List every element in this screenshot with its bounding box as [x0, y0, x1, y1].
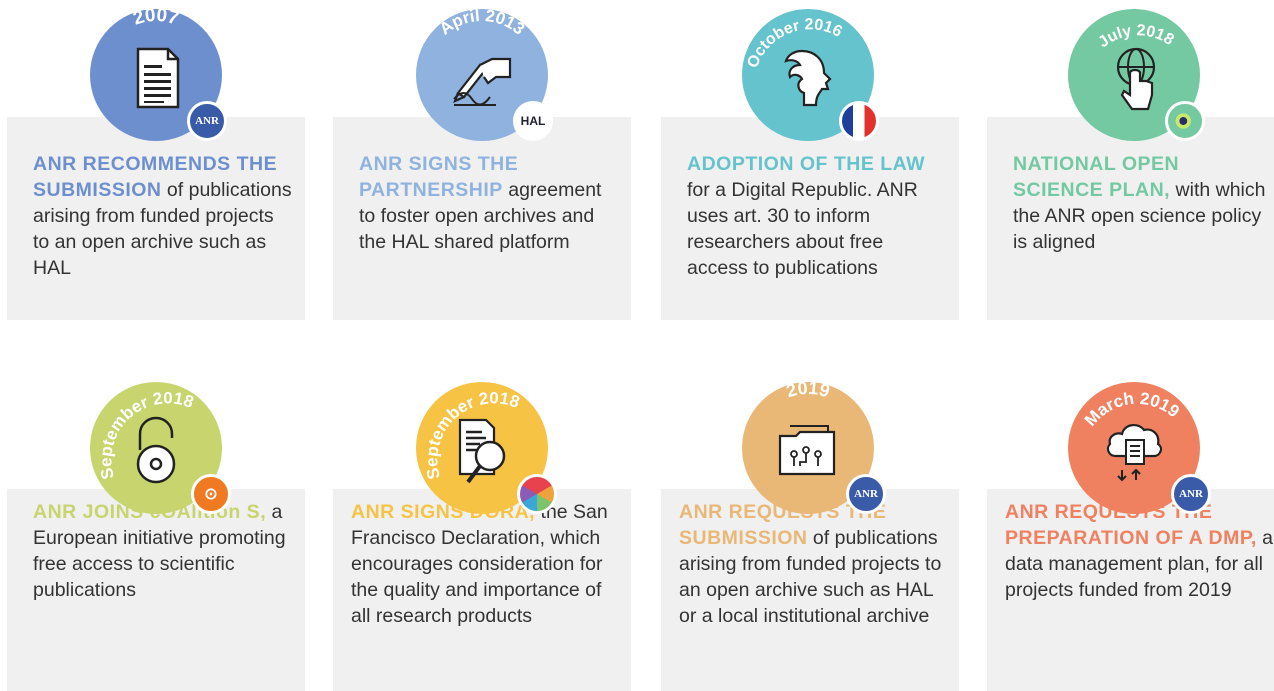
- milestone-circle-april-2013: April 2013 HAL: [416, 6, 553, 141]
- milestone-text: NATIONAL OPEN SCIENCE PLAN, with which t…: [1013, 151, 1274, 255]
- milestone-body: the San Francisco Declaration, which enc…: [351, 501, 608, 627]
- anr-logo-badge: ANR: [1171, 474, 1211, 514]
- milestone-text: ANR RECOMMENDS THE SUBMISSION of publica…: [33, 151, 295, 281]
- cloud-document-icon: [1106, 424, 1163, 482]
- document-magnifier-icon: [458, 418, 506, 484]
- folder-circuit-icon: [778, 425, 836, 476]
- milestone-body: a European initiative promoting free acc…: [33, 501, 286, 601]
- badge-label: ANR: [854, 488, 878, 500]
- france-flag-badge: [839, 101, 879, 141]
- milestone-date: 2007: [131, 5, 182, 30]
- milestone-circle-september-2018-dora: September 2018: [416, 382, 557, 514]
- date-arc: July 2018: [1095, 22, 1177, 51]
- milestone-circle-july-2018: July 2018: [1068, 9, 1205, 141]
- milestone-highlight: ADOPTION OF THE LAW: [687, 153, 926, 175]
- milestone-text: ANR REQUESTS THE SUBMISSION of publicati…: [679, 499, 953, 629]
- badge-label: ANR: [195, 115, 219, 127]
- date-arc: March 2019: [1081, 389, 1183, 430]
- milestone-body: with which the ANR open science policy i…: [1013, 179, 1266, 253]
- milestone-card-september-2018-coalition: ANR JOINS cOAlition S, a European initia…: [7, 489, 305, 691]
- hal-logo-badge: HAL: [513, 101, 553, 141]
- svg-text:2019: 2019: [784, 378, 832, 401]
- milestone-circle-september-2018-coalition: September 2018 ⊙: [90, 382, 231, 514]
- milestone-highlight: NATIONAL OPEN SCIENCE PLAN,: [1013, 153, 1180, 201]
- milestone-card-march-2019: ANR REQUESTS THE PREPARATION OF A DMP, a…: [987, 489, 1274, 691]
- document-icon: [136, 47, 180, 109]
- milestone-text: ANR JOINS cOAlition S, a European initia…: [33, 499, 295, 603]
- milestone-circle-2007: 2007 ANR: [90, 5, 227, 141]
- milestone-body: agreement to foster open archives and th…: [359, 179, 602, 253]
- milestone-highlight: ANR SIGNS THE PARTNERSHIP: [359, 153, 519, 201]
- milestone-card-april-2013: ANR SIGNS THE PARTNERSHIP agreement to f…: [333, 117, 631, 320]
- profile-head-icon: [784, 49, 832, 107]
- open-access-logo-badge: ⊙: [191, 474, 231, 514]
- signing-hand-icon: [453, 57, 512, 106]
- milestone-body: of publications arising from funded proj…: [33, 179, 292, 279]
- anr-logo-badge: ANR: [187, 101, 227, 141]
- date-arc: 2007: [131, 5, 182, 30]
- open-padlock-icon: [136, 416, 176, 484]
- milestone-text: ANR SIGNS THE PARTNERSHIP agreement to f…: [359, 151, 621, 255]
- milestone-body: for a Digital Republic. ANR uses art. 30…: [687, 179, 918, 279]
- milestone-date: April 2013: [436, 6, 529, 39]
- milestone-body: a data management plan, for all projects…: [1005, 527, 1274, 601]
- svg-text:April 2013: April 2013: [436, 6, 529, 39]
- milestone-circle-march-2019: March 2019 ANR: [1068, 382, 1211, 514]
- globe-touch-icon: [1116, 47, 1156, 111]
- milestone-text: ANR REQUESTS THE PREPARATION OF A DMP, a…: [1005, 499, 1274, 603]
- milestone-circle-october-2016: October 2016: [742, 9, 879, 141]
- badge-label: ANR: [1179, 488, 1203, 500]
- date-arc: 2019: [784, 378, 832, 401]
- open-science-logo-badge: [1165, 101, 1205, 141]
- dora-logo-badge: [517, 474, 557, 514]
- milestone-circle-2019: 2019 ANR: [742, 378, 886, 514]
- anr-logo-badge: ANR: [846, 474, 886, 514]
- milestone-text: ADOPTION OF THE LAW for a Digital Republ…: [687, 151, 949, 281]
- milestone-card-2007: ANR RECOMMENDS THE SUBMISSION of publica…: [7, 117, 305, 320]
- milestone-body: of publications arising from funded proj…: [679, 527, 942, 627]
- milestone-text: ANR SIGNS DORA, the San Francisco Declar…: [351, 499, 625, 629]
- milestone-card-october-2016: ADOPTION OF THE LAW for a Digital Republ…: [661, 117, 959, 320]
- milestone-card-2019: ANR REQUESTS THE SUBMISSION of publicati…: [661, 489, 959, 691]
- svg-text:2007: 2007: [131, 5, 182, 30]
- date-arc: April 2013: [436, 6, 529, 39]
- milestone-card-september-2018-dora: ANR SIGNS DORA, the San Francisco Declar…: [333, 489, 631, 691]
- milestone-card-july-2018: NATIONAL OPEN SCIENCE PLAN, with which t…: [987, 117, 1274, 320]
- milestone-highlight: ANR RECOMMENDS THE SUBMISSION: [33, 153, 278, 201]
- milestone-date: 2019: [784, 378, 832, 401]
- badge-label: HAL: [520, 114, 546, 128]
